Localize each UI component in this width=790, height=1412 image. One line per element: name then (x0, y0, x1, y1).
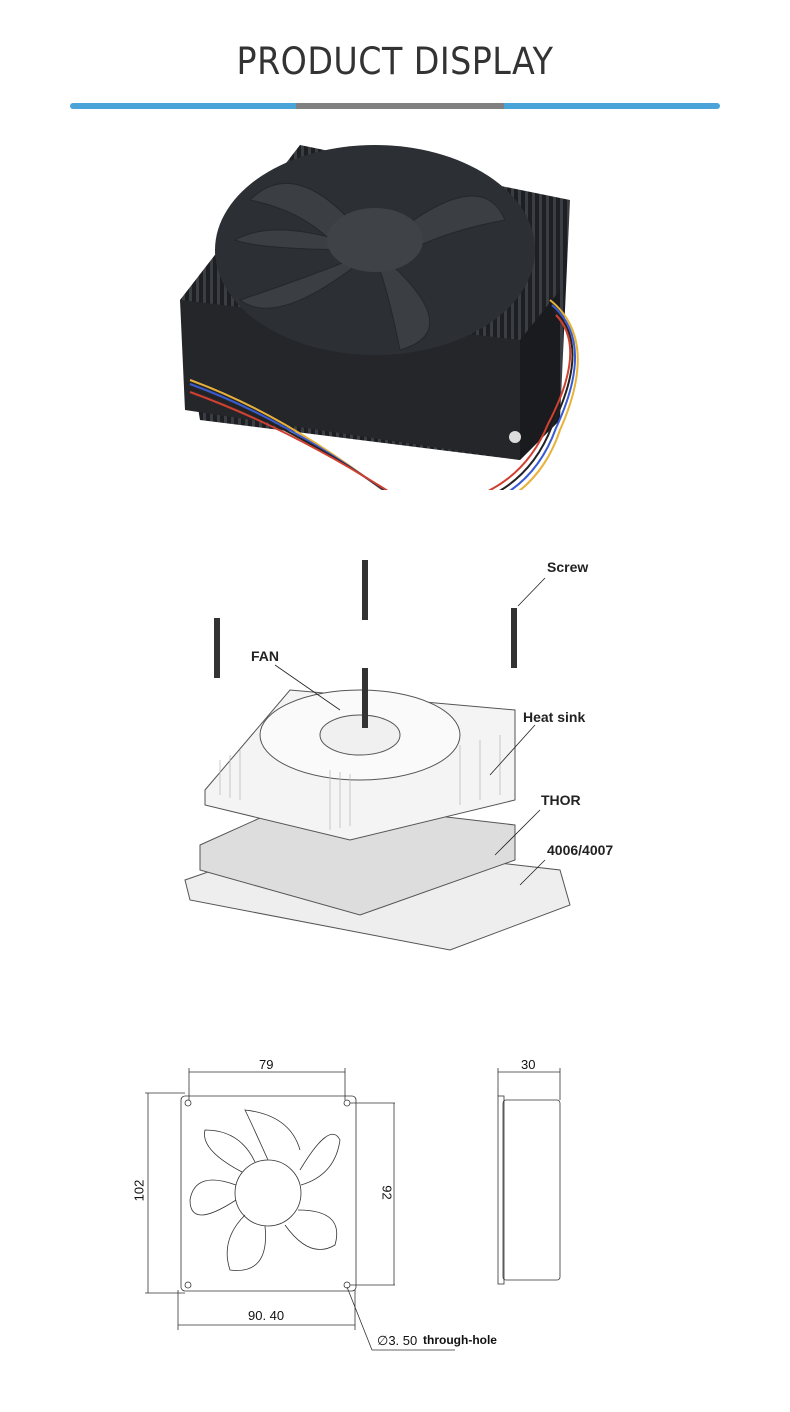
dim-depth: 30 (521, 1057, 536, 1072)
dim-top-width: 79 (259, 1057, 274, 1072)
dim-hole-spacing: 92 (379, 1185, 395, 1200)
dim-hole-note: through-hole (423, 1333, 497, 1347)
label-board: 4006/4007 (547, 842, 614, 858)
dimension-drawing (145, 1068, 561, 1351)
title-divider-left (70, 103, 296, 109)
page-title: PRODUCT DISPLAY (236, 40, 554, 83)
dim-bottom-width: 90. 40 (248, 1308, 285, 1323)
label-fan: FAN (251, 648, 279, 664)
product-photo-fan-heatsink (180, 145, 579, 490)
dim-hole-diameter: ∅3. 50 (377, 1333, 418, 1348)
label-heat-sink: Heat sink (523, 709, 586, 725)
label-screw: Screw (547, 559, 589, 575)
label-thor: THOR (541, 792, 581, 808)
exploded-view-diagram (184, 560, 571, 951)
title-divider-right (504, 103, 720, 109)
dim-height: 102 (131, 1179, 147, 1202)
title-divider-middle (296, 103, 504, 109)
